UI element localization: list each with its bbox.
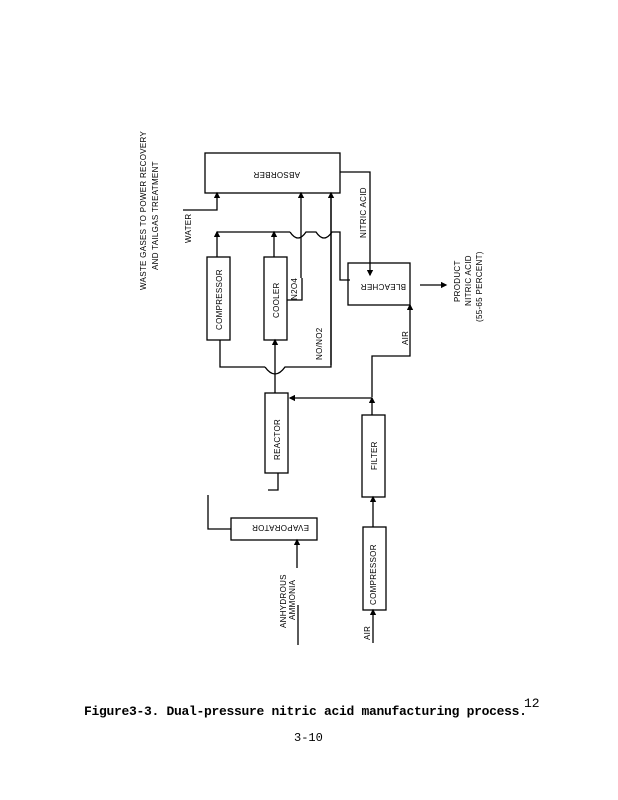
product-label-2: NITRIC ACID (464, 255, 473, 306)
nitric-acid-label: NITRIC ACID (359, 187, 368, 238)
reference-superscript: 12 (524, 696, 540, 711)
bleacher-unit (347, 262, 411, 306)
anhydrous-label-1: ANHYDROUS (279, 574, 288, 628)
waste-gases-label-1: WASTE GASES TO POWER RECOVERY (139, 131, 148, 290)
nitric-acid-line (340, 171, 374, 277)
no-no2-label: NO/NO2 (315, 327, 324, 360)
reactor-unit (264, 392, 289, 474)
absorber-label: ABSORBER (253, 170, 300, 179)
page-number: 3-10 (294, 731, 323, 745)
product-label-1: PRODUCT (453, 260, 462, 302)
n2o4-label: N2O4 (290, 278, 299, 300)
air-to-bleacher-line (371, 303, 414, 397)
waste-gases-label-2: AND TAILGAS TREATMENT (151, 161, 160, 270)
filter-label: FILTER (370, 441, 379, 470)
crossover-1 (289, 231, 350, 281)
cooler-label: COOLER (272, 282, 281, 318)
air-bleacher-label: AIR (401, 331, 410, 345)
figure-caption: Figure3-3. Dual-pressure nitric acid man… (84, 704, 527, 719)
bleacher-label: BLEACHER (360, 282, 406, 291)
evaporator-label: EVAPORATOR (252, 523, 309, 532)
evaporator-outlet (207, 495, 231, 530)
compressor-inlet-line (219, 340, 265, 368)
crossover-2 (264, 197, 332, 375)
evap-to-reactor (268, 473, 279, 491)
reactor-label: REACTOR (273, 419, 282, 460)
compressor-top-unit (206, 256, 231, 341)
compressor-bottom-label: COMPRESSOR (369, 544, 378, 605)
absorber-unit (204, 152, 341, 194)
product-label-3: (55-65 PERCENT) (475, 251, 484, 322)
air-feed-label: AIR (363, 626, 372, 640)
water-line (183, 191, 221, 211)
compressor-top-label: COMPRESSOR (215, 269, 224, 330)
water-label: WATER (184, 214, 193, 244)
n2o4-line (287, 278, 303, 301)
anhydrous-label-2: AMMONIA (288, 579, 297, 620)
